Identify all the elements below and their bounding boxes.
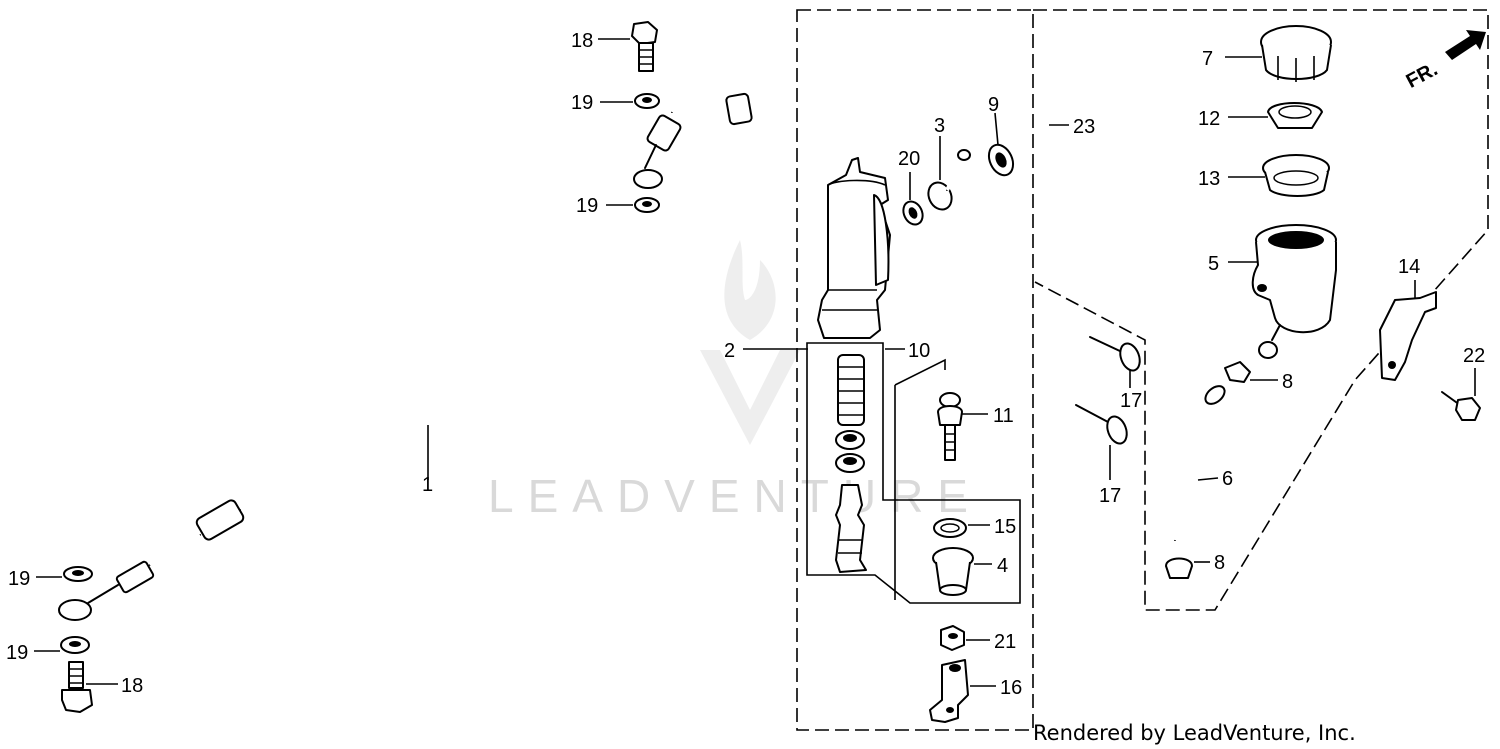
callout-labels: 18 19 19 19 19 18 1 7 12 13 5 23 20 3 9 … (6, 30, 1485, 699)
o-ring[interactable] (900, 198, 926, 227)
piston-cup-primary[interactable] (835, 430, 865, 450)
callout-13: 13 (1198, 168, 1220, 190)
callout-18: 18 (121, 675, 143, 697)
callout-7: 7 (1202, 48, 1213, 70)
callout-5: 5 (1208, 253, 1219, 275)
piston-spring[interactable] (837, 354, 865, 426)
reservoir-cap[interactable] (1260, 25, 1332, 82)
callout-15: 15 (994, 516, 1016, 538)
hose-clip-upper[interactable] (1224, 361, 1251, 383)
callout-19: 19 (576, 195, 598, 217)
brake-hose[interactable] (58, 69, 753, 621)
reservoir-bolt-upper[interactable] (1089, 336, 1143, 373)
callout-16: 16 (1000, 677, 1022, 699)
sealing-washer-upper-a[interactable] (634, 93, 660, 109)
circlip[interactable] (933, 518, 967, 538)
credit-text: Rendered by LeadVenture, Inc. (1033, 721, 1356, 745)
check-valve[interactable] (937, 392, 963, 461)
front-direction-arrow: FR. (1403, 30, 1486, 93)
hose-guide-stay[interactable] (1379, 291, 1437, 381)
watermark-logo (700, 240, 800, 445)
callout-19: 19 (8, 568, 30, 590)
callout-10: 10 (908, 340, 930, 362)
callout-3: 3 (934, 115, 945, 137)
callout-19: 19 (6, 642, 28, 664)
stay-bolt[interactable] (1441, 391, 1481, 421)
watermark-text: LEADVENTURE (488, 470, 982, 522)
leader-lines (34, 38, 1476, 687)
callout-22: 22 (1463, 345, 1485, 367)
callout-11: 11 (993, 405, 1014, 427)
callout-1: 1 (422, 474, 433, 496)
callout-8: 8 (1282, 371, 1293, 393)
direction-label: FR. (1403, 58, 1442, 93)
callout-9: 9 (988, 94, 999, 116)
reservoir-bolt-lower[interactable] (1075, 404, 1130, 446)
hose-clip-lower[interactable] (1165, 557, 1193, 579)
callout-18: 18 (571, 30, 593, 52)
seal-ring[interactable] (984, 141, 1017, 179)
callout-4: 4 (997, 555, 1008, 577)
sealing-washer-lower-a[interactable] (63, 566, 93, 582)
callout-2: 2 (724, 340, 735, 362)
callout-8: 8 (1214, 552, 1225, 574)
banjo-bolt-upper[interactable] (631, 21, 658, 72)
piston-kit-outline-10 (806, 342, 1021, 604)
reservoir-tank[interactable] (1251, 224, 1337, 359)
callout-23: 23 (1073, 116, 1095, 138)
master-cylinder-body[interactable] (817, 157, 891, 339)
sealing-washer-lower-b[interactable] (60, 636, 90, 654)
callout-12: 12 (1198, 108, 1220, 130)
callout-14: 14 (1398, 256, 1420, 278)
reservoir-hose[interactable] (1164, 383, 1228, 542)
hose-joint[interactable] (924, 149, 971, 213)
diaphragm[interactable] (1262, 154, 1330, 197)
callout-17: 17 (1120, 390, 1142, 412)
push-rod-joint[interactable] (929, 659, 969, 723)
sealing-washer-upper-b[interactable] (634, 197, 660, 213)
piston-cup-secondary[interactable] (835, 453, 865, 473)
callout-6: 6 (1222, 468, 1233, 490)
banjo-bolt-lower[interactable] (61, 661, 93, 713)
callout-21: 21 (994, 631, 1016, 653)
callout-17: 17 (1099, 485, 1121, 507)
dust-boot[interactable] (932, 547, 974, 596)
piston[interactable] (835, 484, 867, 573)
callout-20: 20 (898, 148, 920, 170)
joint-nut[interactable] (940, 625, 965, 651)
diaphragm-plate[interactable] (1267, 102, 1323, 129)
assembly-outline-23 (796, 9, 1489, 731)
callout-19: 19 (571, 92, 593, 114)
